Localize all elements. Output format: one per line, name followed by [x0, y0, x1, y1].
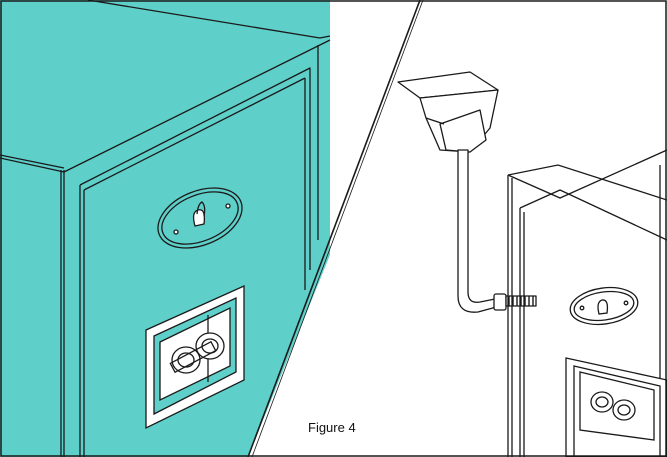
panel-divider — [247, 0, 421, 457]
speaker-back-closeup — [0, 0, 331, 457]
keyhole-mount-plate-right — [569, 286, 639, 326]
speaker-cabinet-right — [507, 149, 667, 457]
bracket-arm — [457, 149, 501, 313]
back-panel-recess — [79, 67, 311, 270]
binding-post-terminal — [145, 284, 245, 430]
wall-mount-bracket — [397, 71, 537, 313]
binding-post-terminal-right — [565, 357, 667, 457]
mounting-screw — [493, 293, 537, 311]
figure-caption: Figure 4 — [308, 420, 356, 435]
keyhole-mount-plate — [157, 187, 243, 249]
binding-post-knobs — [169, 332, 225, 374]
